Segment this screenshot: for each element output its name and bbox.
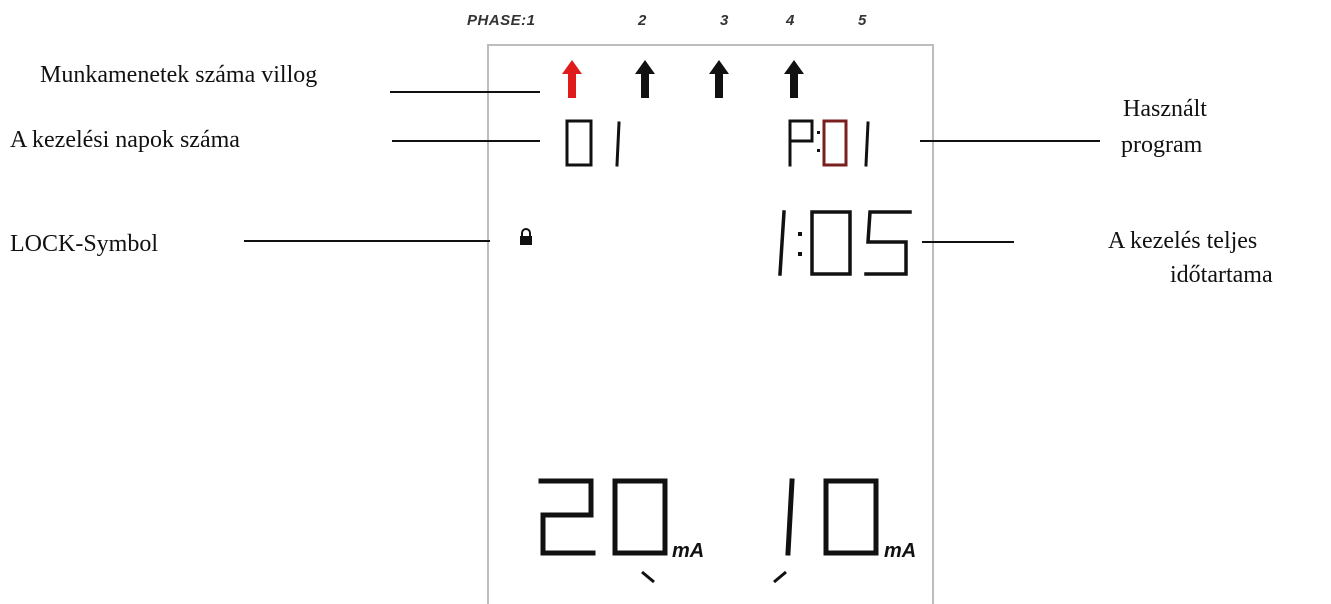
phase-number-4: 4 — [786, 12, 795, 29]
callout-duration-line2: időtartama — [1170, 262, 1273, 288]
callout-program-line2: program — [1121, 132, 1203, 158]
current-left-unit: mA — [672, 540, 705, 562]
callout-duration-line1: A kezelés teljes — [1108, 228, 1258, 254]
current-left-digits — [538, 478, 668, 556]
phase-label: PHASE:1 — [467, 12, 536, 29]
phase-arrow-4-icon — [784, 60, 804, 98]
phase-number-5: 5 — [858, 12, 867, 29]
phase-number-3: 3 — [720, 12, 729, 29]
days-digits — [565, 119, 621, 167]
lock-icon — [520, 228, 532, 245]
callout-program-line1: Használt — [1123, 96, 1207, 122]
phase-arrow-2-icon — [635, 60, 655, 98]
bottom-chevron-marks — [641, 570, 787, 583]
leader-line-days — [392, 140, 540, 142]
phase-arrow-1-icon — [562, 60, 582, 98]
lcd-screen-frame — [487, 44, 934, 604]
total-time-digits — [778, 210, 912, 276]
callout-days: A kezelési napok száma — [10, 127, 240, 153]
phase-arrow-3-icon — [709, 60, 729, 98]
current-right-unit: mA — [884, 540, 917, 562]
phase-number-2: 2 — [638, 12, 647, 29]
leader-line-sessions — [390, 91, 540, 93]
program-digits — [788, 119, 870, 167]
leader-line-lock — [244, 240, 490, 242]
callout-sessions: Munkamenetek száma villog — [40, 62, 318, 88]
leader-line-program — [920, 140, 1100, 142]
leader-line-duration — [922, 241, 1014, 243]
callout-lock: LOCK-Symbol — [10, 231, 159, 257]
lcd-diagram: PHASE:1 2 3 4 5 — [10, 12, 1273, 604]
current-right-digits — [785, 478, 879, 556]
